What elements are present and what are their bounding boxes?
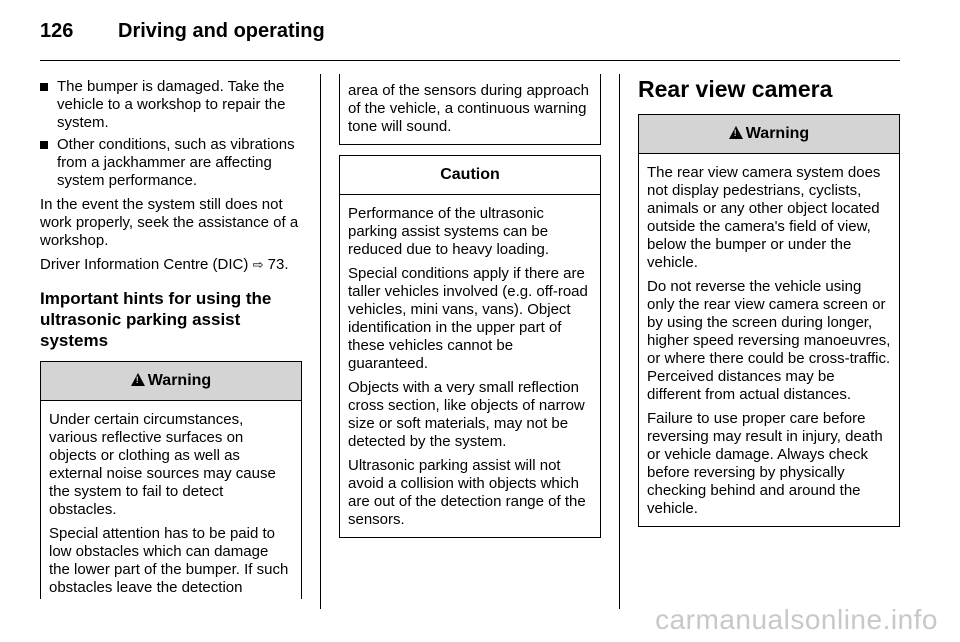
warning-text: Failure to use proper care before revers… (647, 410, 883, 517)
warning-label: Warning (745, 125, 810, 142)
page-number: 126 (40, 20, 74, 42)
warning-triangle-icon (728, 126, 743, 139)
dic-reference: Driver Information Centre (DIC) ⇨ 73. (40, 256, 302, 274)
paragraph: In the event the system still does not w… (40, 196, 299, 249)
warning-box-header: Warning (41, 362, 301, 401)
caution-box: Caution Performance of the ultrasonic pa… (339, 155, 601, 538)
caution-text: Ultrasonic parking assist will not avoid… (348, 457, 586, 528)
column-1: The bumper is damaged. Take the vehicle … (40, 78, 302, 599)
column-divider-1 (320, 74, 321, 609)
condition-list: The bumper is damaged. Take the vehicle … (40, 78, 302, 190)
chapter-title: Driving and operating (118, 20, 325, 42)
column-2: area of the sensors during approach of t… (339, 74, 601, 538)
warning-text: Do not reverse the vehicle using only th… (647, 278, 891, 403)
caution-box-header: Caution (340, 156, 600, 195)
warning-box: Warning The rear view camera system does… (638, 114, 900, 527)
warning-text: area of the sensors during approach of t… (348, 82, 589, 135)
warning-box-continued: area of the sensors during approach of t… (339, 74, 601, 145)
column-divider-2 (619, 74, 620, 609)
warning-box-header: Warning (639, 115, 899, 154)
warning-text: The rear view camera system does not dis… (647, 164, 881, 271)
caution-text: Performance of the ultrasonic parking as… (348, 205, 549, 258)
watermark: carmanualsonline.info (655, 604, 938, 635)
section-title: Rear view camera (638, 76, 833, 102)
section-subheading: Important hints for using the ultrasonic… (40, 289, 272, 350)
page-ref-arrow-icon: ⇨ (252, 257, 264, 272)
warning-text: Under certain circumstances, various ref… (49, 411, 276, 518)
warning-triangle-icon (130, 373, 145, 386)
warning-box-body: The rear view camera system does not dis… (639, 154, 899, 526)
warning-box: Warning Under certain circumstances, var… (40, 361, 302, 599)
caution-text: Objects with a very small reflection cro… (348, 379, 585, 450)
caution-box-body: Performance of the ultrasonic parking as… (340, 195, 600, 537)
column-3: Rear view camera Warning The rear view c… (638, 76, 900, 527)
warning-box-body: area of the sensors during approach of t… (340, 74, 600, 144)
reference-text: Driver Information Centre (DIC) (40, 256, 249, 273)
reference-page: 73. (267, 256, 289, 273)
list-item: The bumper is damaged. Take the vehicle … (40, 78, 302, 132)
list-item: Other conditions, such as vibrations fro… (40, 136, 302, 190)
header-rule (40, 60, 900, 61)
caution-text: Special conditions apply if there are ta… (348, 265, 588, 372)
warning-text: Special attention has to be paid to low … (49, 525, 289, 596)
warning-label: Warning (147, 372, 212, 389)
page-header: 126 Driving and operating (40, 20, 325, 43)
warning-box-body: Under certain circumstances, various ref… (41, 401, 301, 605)
